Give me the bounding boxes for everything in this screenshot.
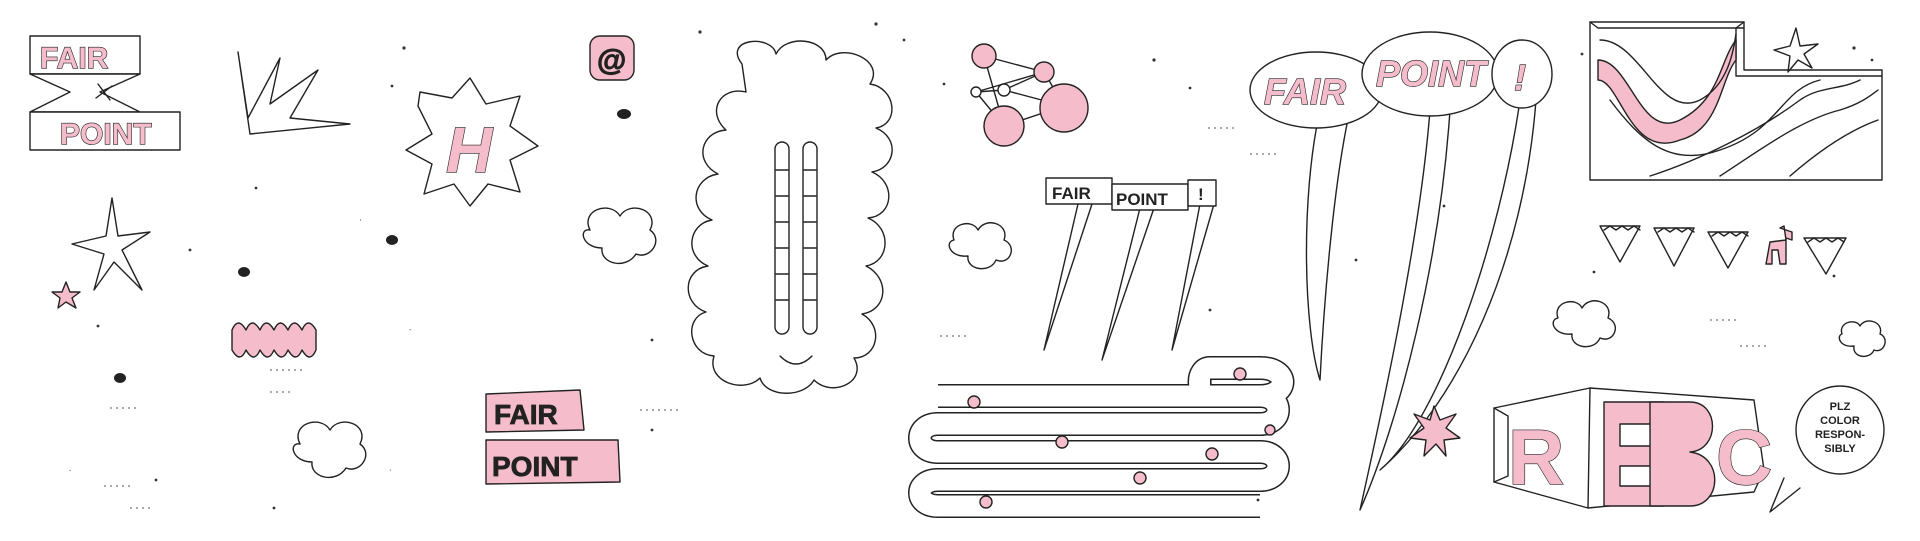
- bubble-exclaim: !: [1514, 57, 1526, 98]
- sparkle-star-large: [71, 197, 151, 291]
- sign-point: POINT: [1116, 190, 1169, 209]
- cloud-small-3: [1838, 320, 1886, 357]
- sign-fair: FAIR: [1052, 184, 1091, 203]
- at-sign-sticker: @: [589, 35, 635, 81]
- cloud-small-2: [1552, 300, 1617, 348]
- tube-sculpture: [62, 109, 657, 479]
- bubble-point: POINT: [1376, 53, 1489, 94]
- sign-exclaim: !: [1198, 185, 1204, 204]
- fair-label: FAIR: [40, 42, 109, 75]
- pink-asterisk: [1409, 405, 1461, 457]
- zigzag-arrow: [237, 51, 351, 135]
- wavy-tube: [908, 356, 1295, 518]
- at-symbol: @: [597, 44, 626, 77]
- point-label: POINT: [60, 118, 152, 151]
- plz-line-1: PLZ: [1830, 401, 1851, 413]
- triangle-row: [1599, 225, 1847, 275]
- cloud-thermometer: [687, 40, 893, 394]
- bubble-fair: FAIR: [1264, 71, 1346, 112]
- h-starburst-sticker: H: [405, 77, 539, 207]
- star-outline: [1773, 27, 1819, 73]
- letter-r: R: [1508, 413, 1564, 501]
- block-fair-label: FAIR: [494, 399, 558, 430]
- letter-h: H: [446, 114, 494, 186]
- reoc-box-sticker: R C: [1493, 387, 1773, 509]
- pink-star-small: [51, 281, 81, 309]
- fair-point-hourglass-sticker: FAIR POINT: [29, 35, 181, 152]
- scattered-dots: [96, 22, 1874, 510]
- plz-line-3: RESPON-: [1815, 429, 1865, 441]
- plz-line-4: SIBLY: [1824, 443, 1856, 455]
- sign-posts: FAIR POINT !: [1043, 177, 1217, 361]
- plz-color-bubble: PLZ COLOR RESPON- SIBLY: [1769, 385, 1885, 513]
- llama-icon: [1765, 225, 1793, 265]
- fair-point-block-sticker: FAIR POINT: [485, 389, 621, 485]
- letter-c: C: [1716, 413, 1772, 501]
- molecule-sticker: [970, 43, 1089, 147]
- dotted-dashes: [104, 127, 1768, 509]
- topographic-block: [1589, 21, 1883, 181]
- block-point-label: POINT: [492, 451, 578, 482]
- plz-line-2: COLOR: [1820, 415, 1860, 427]
- speech-bubbles: FAIR POINT !: [1249, 31, 1553, 511]
- cloud-small-1: [948, 222, 1013, 270]
